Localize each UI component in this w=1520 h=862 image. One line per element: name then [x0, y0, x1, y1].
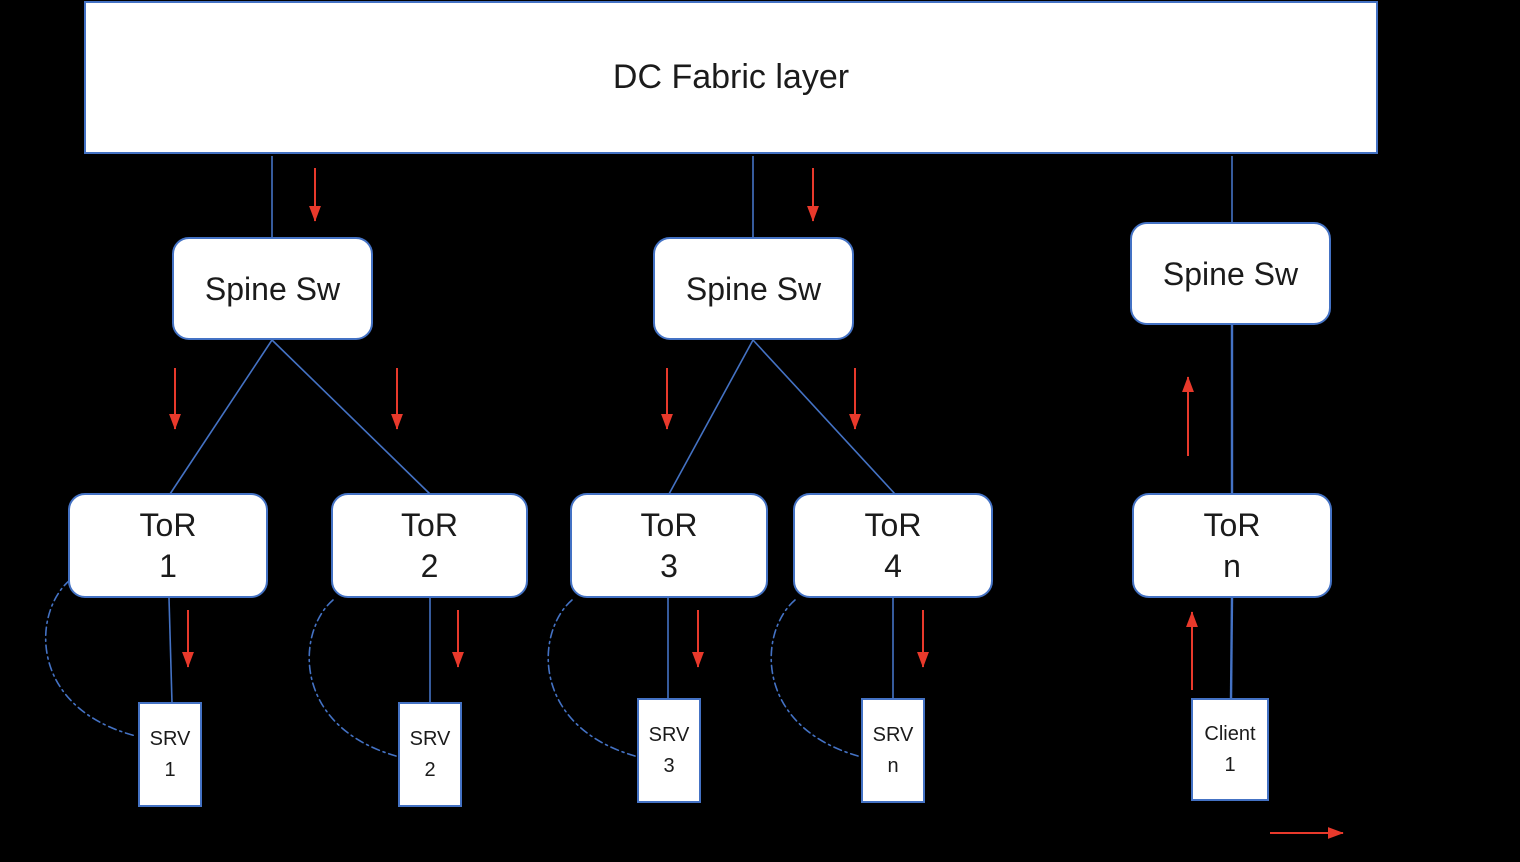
tor-switch-n-box: ToR n [1132, 493, 1332, 598]
dc-fabric-layer-label: DC Fabric layer [612, 58, 850, 97]
server-n-box: SRV n [861, 698, 925, 803]
tor-name: ToR [1203, 506, 1261, 543]
spine-switch-label: Spine Sw [1162, 255, 1299, 292]
tor-number: 1 [159, 547, 177, 584]
tor-switch-4-box: ToR 4 [793, 493, 993, 598]
spine-switch-2-box: Spine Sw [653, 237, 854, 340]
server-number: 3 [663, 754, 675, 777]
blue-connector-lines [168, 156, 1234, 704]
dashed-loop-curves [44, 579, 859, 757]
server-name: SRV [149, 727, 191, 750]
server-name: SRV [872, 723, 914, 746]
tor-switch-3-box: ToR 3 [570, 493, 768, 598]
server-name: SRV [648, 723, 690, 746]
server-3-box: SRV 3 [637, 698, 701, 803]
tor-switch-1-box: ToR 1 [68, 493, 268, 598]
tor-number: 3 [660, 547, 678, 584]
spine-switch-label: Spine Sw [204, 270, 341, 307]
server-number: n [887, 754, 899, 777]
server-2-box: SRV 2 [398, 702, 462, 807]
tor-name: ToR [139, 506, 197, 543]
server-1-box: SRV 1 [138, 702, 202, 807]
tor-number: 2 [420, 547, 439, 584]
server-name: SRV [409, 727, 451, 750]
dc-fabric-layer-box: DC Fabric layer [84, 1, 1378, 154]
spine-switch-label: Spine Sw [685, 270, 822, 307]
spine-switch-1-box: Spine Sw [172, 237, 373, 340]
tor-switch-2-box: ToR 2 [331, 493, 528, 598]
client-number: 1 [1224, 753, 1236, 776]
tor-number: 4 [884, 547, 902, 584]
tor-number: n [1223, 547, 1241, 584]
tor-name: ToR [864, 506, 922, 543]
server-number: 2 [424, 758, 436, 781]
spine-switch-n-box: Spine Sw [1130, 222, 1331, 325]
client-1-box: Client 1 [1191, 698, 1269, 801]
client-name: Client [1204, 722, 1256, 745]
red-flow-arrows [169, 168, 1344, 839]
tor-name: ToR [640, 506, 698, 543]
server-number: 1 [164, 758, 176, 781]
tor-name: ToR [401, 506, 458, 543]
